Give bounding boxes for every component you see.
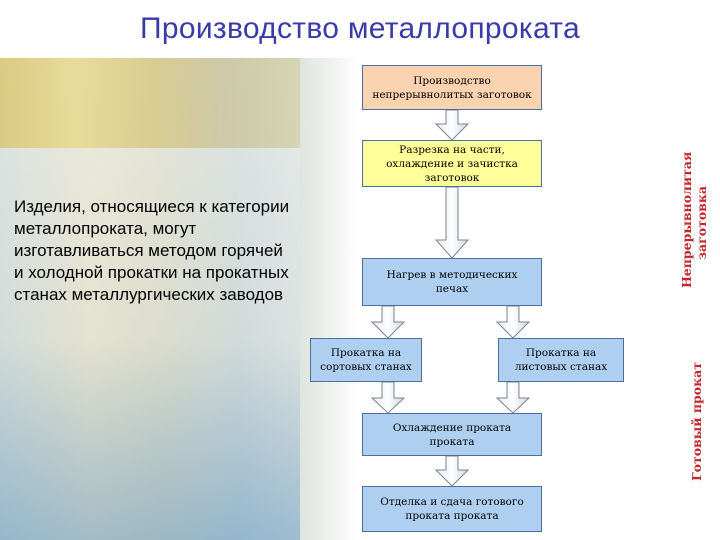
step-1-line-1: Производство [413,74,491,87]
background-fade [300,58,360,540]
step-3-line-2: печах [435,283,469,295]
side-label-billet-line-2: заготовка [694,186,709,260]
arrow-1 [434,109,470,141]
step-7-line-1: Отделка и сдача готового [380,496,524,508]
step-4-line-2: сортовых станах [320,361,412,373]
page-title: Производство металлопроката [140,12,580,45]
step-heating: Нагрев в методических печах [362,258,542,306]
step-continuous-casting: Производство непрерывнолитых заготовок [362,65,542,110]
side-label-finished-product: Готовый прокат [689,362,704,481]
step-3-line-1: Нагрев в методических [386,269,518,281]
arrow-6 [495,381,531,414]
step-finishing: Отделка и сдача готового проката проката [362,486,542,532]
step-5-line-2: листовых станах [514,361,608,373]
step-2-line-2: охлаждение и зачистка [386,157,518,170]
step-2-line-1: Разрезка на части, [399,143,505,156]
step-cutting-cooling: Разрезка на части, охлаждение и зачистка… [362,140,542,187]
arrow-2 [434,186,470,259]
step-2-line-3: заготовок [424,171,480,184]
arrow-5 [370,381,406,414]
step-5-line-1: Прокатка на [525,347,597,359]
step-6-line-2: проката [429,435,475,448]
step-sheet-rolling: Прокатка на листовых станах [498,338,624,382]
side-label-billet: Непрерывнолитая заготовка [679,151,711,288]
step-cooling: Охлаждение проката проката [362,413,542,456]
arrow-7 [434,455,470,487]
arrow-4 [495,305,531,339]
step-7-line-2: проката проката [405,510,499,522]
step-1-line-2: непрерывнолитых заготовок [372,88,532,101]
side-label-billet-line-1: Непрерывнолитая [679,151,694,288]
step-section-rolling: Прокатка на сортовых станах [310,338,422,382]
description-text: Изделия, относящиеся к категории металло… [14,197,290,304]
step-4-line-1: Прокатка на [330,347,402,359]
step-6-line-1: Охлаждение проката [392,421,512,434]
background-photo [0,58,300,540]
arrow-3 [370,305,406,339]
